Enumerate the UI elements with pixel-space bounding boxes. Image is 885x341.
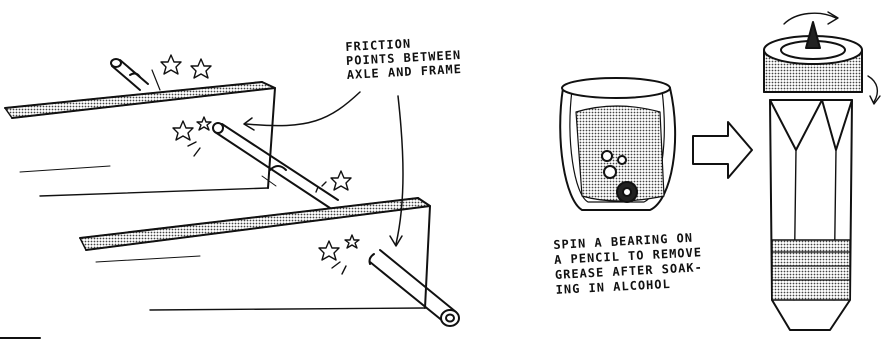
- friction-arrows: [243, 91, 404, 247]
- friction-annotation: FRICTION POINTS BETWEEN AXLE AND FRAME: [345, 34, 462, 82]
- pencil-with-bearing: [763, 11, 881, 331]
- process-arrow: [692, 121, 753, 179]
- spin-annotation: SPIN A BEARING ON A PENCIL TO REMOVE GRE…: [553, 230, 704, 298]
- lower-axle-end: [368, 249, 460, 327]
- soaking-glass: [559, 77, 677, 211]
- main-axle: [212, 122, 339, 209]
- friction-stars: [160, 54, 360, 275]
- lower-frame-board: [79, 197, 431, 311]
- top-axle-stub: [110, 58, 161, 91]
- upper-frame-board: [4, 81, 276, 197]
